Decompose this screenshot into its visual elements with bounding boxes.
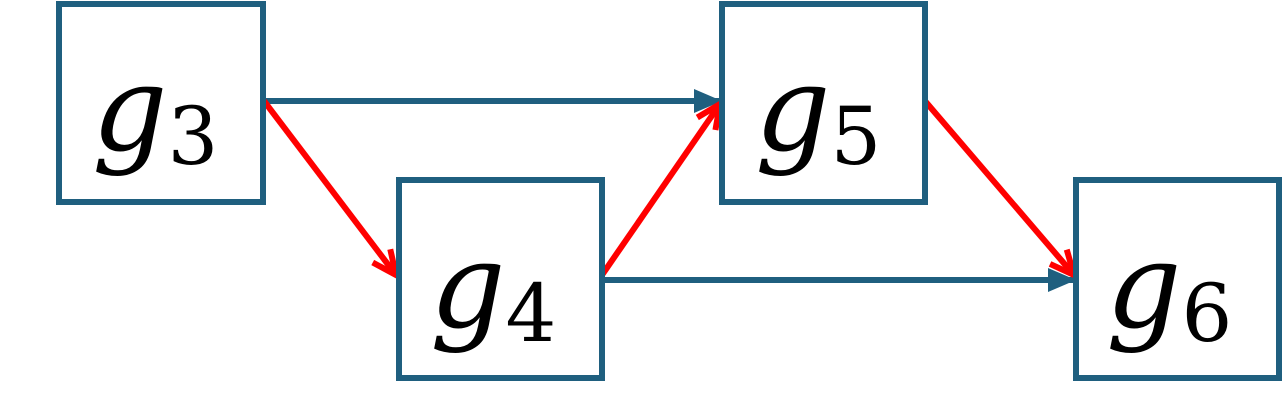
node-g5-label: g5: [755, 40, 881, 183]
edge-g4-to-g5: [599, 104, 720, 277]
node-g3-label: g3: [92, 40, 218, 183]
node-g6-label: g6: [1106, 217, 1232, 360]
edges: [261, 89, 1074, 292]
node-g3-symbol: g: [92, 40, 168, 178]
node-g6-symbol: g: [1106, 217, 1182, 355]
node-g4-label: g4: [430, 217, 556, 360]
node-g5-subscript: 5: [831, 90, 882, 183]
node-g4-box: [396, 177, 605, 381]
node-g3: g3: [56, 1, 266, 205]
node-g4: g4: [396, 177, 605, 381]
node-g5: g5: [719, 1, 928, 205]
node-g3-subscript: 3: [168, 90, 219, 183]
edge-g5-to-g6: [922, 99, 1074, 275]
node-g6: g6: [1073, 177, 1282, 381]
node-g6-subscript: 6: [1182, 267, 1233, 360]
node-g3-box: [56, 1, 266, 205]
edge-g3-to-g4: [261, 99, 396, 275]
node-g5-box: [719, 1, 928, 205]
node-g4-subscript: 4: [506, 267, 557, 360]
node-g5-symbol: g: [755, 40, 831, 178]
node-g4-symbol: g: [430, 217, 506, 355]
node-g6-box: [1073, 177, 1282, 381]
